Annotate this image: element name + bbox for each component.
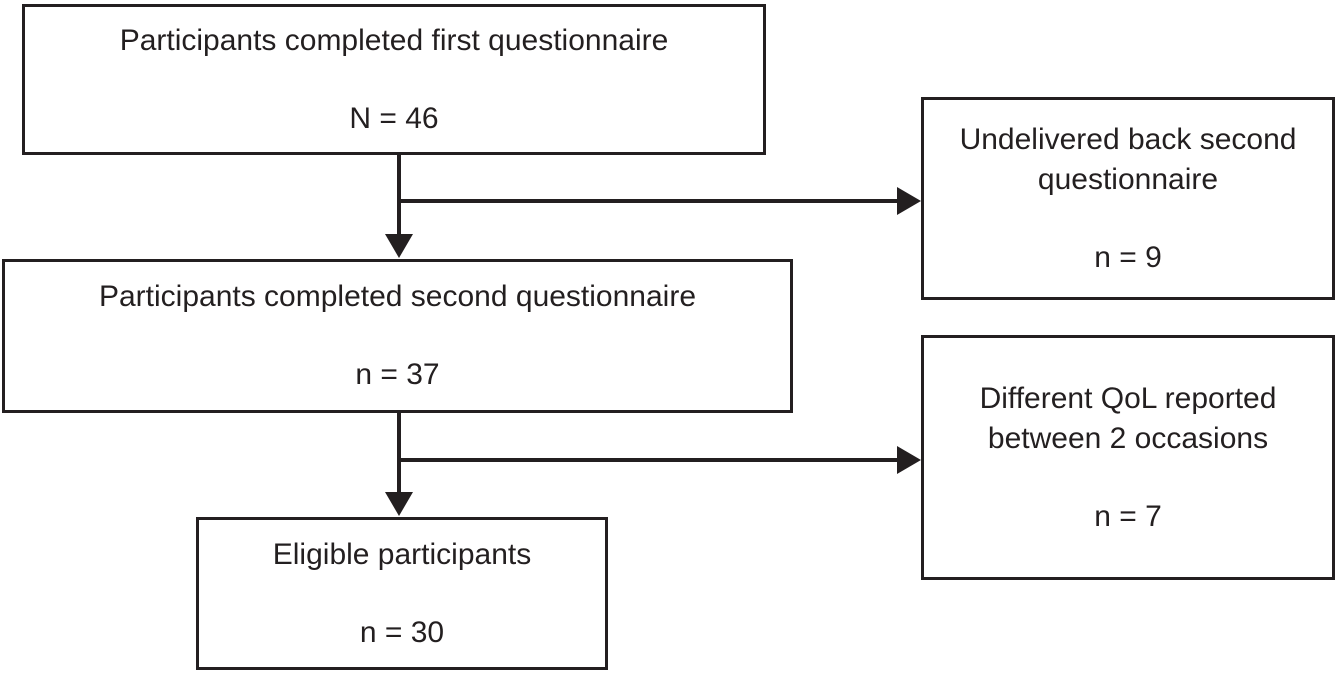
node-undelivered-back: Undelivered back second questionnaire n … bbox=[921, 97, 1335, 300]
arrow-down-icon bbox=[385, 492, 413, 516]
arrow-right-icon bbox=[897, 187, 921, 215]
node-eligible-participants: Eligible participants n = 30 bbox=[196, 517, 608, 670]
node-label: Participants completed first questionnai… bbox=[119, 23, 669, 57]
node-count: n = 30 bbox=[359, 615, 445, 649]
connector-first-to-second bbox=[385, 155, 413, 258]
node-count: N = 46 bbox=[349, 101, 439, 135]
arrow-down-icon bbox=[385, 234, 413, 258]
arrow-right-icon bbox=[897, 446, 921, 474]
node-label: Participants completed second questionna… bbox=[98, 280, 697, 313]
node-second-questionnaire: Participants completed second questionna… bbox=[2, 259, 793, 413]
connector-second-to-different-qol bbox=[397, 446, 921, 474]
node-first-questionnaire: Participants completed first questionnai… bbox=[22, 4, 766, 155]
connector-second-to-eligible bbox=[385, 413, 413, 516]
node-count: n = 37 bbox=[355, 358, 440, 391]
node-count: n = 9 bbox=[1094, 240, 1162, 274]
connector-first-to-undelivered bbox=[397, 187, 921, 215]
node-different-qol: Different QoL reported between 2 occasio… bbox=[921, 335, 1335, 580]
node-label: Undelivered back second questionnaire bbox=[959, 122, 1297, 196]
node-label: Eligible participants bbox=[272, 537, 532, 571]
node-label: Different QoL reported between 2 occasio… bbox=[979, 381, 1277, 455]
node-count: n = 7 bbox=[1094, 499, 1162, 533]
